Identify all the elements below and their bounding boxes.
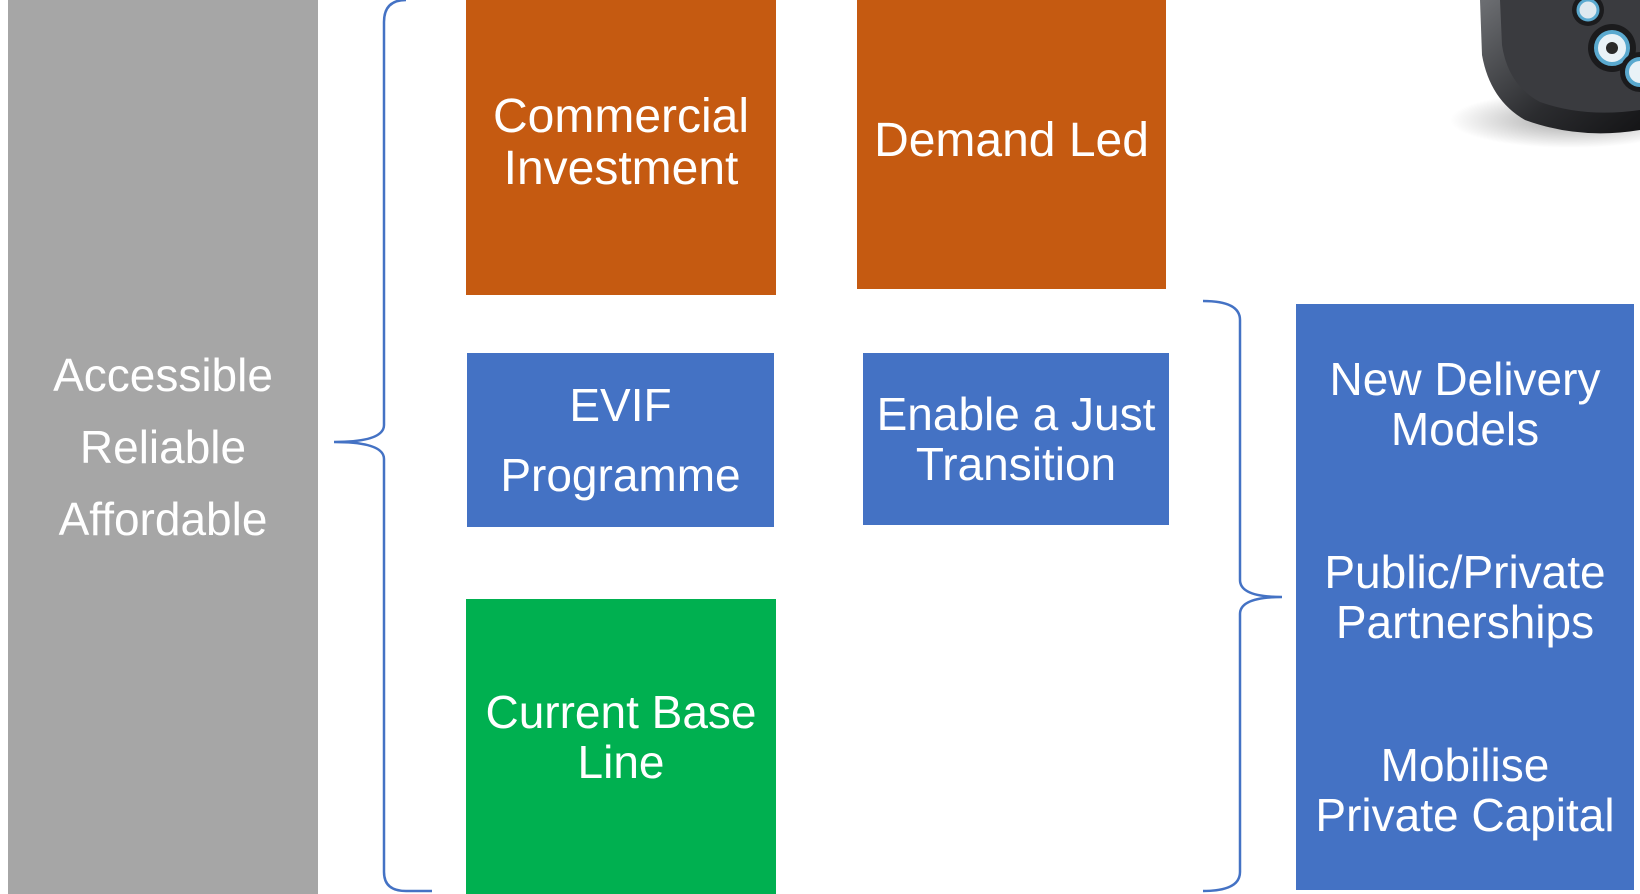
left-column-principles: Accessible Reliable Affordable <box>8 0 318 894</box>
box-label: Enable a Just <box>876 388 1156 440</box>
approach-public-private-partnerships: Public/Private Partnerships <box>1324 547 1605 647</box>
box-label: Programme <box>500 449 741 501</box>
box-label: Line <box>577 735 665 788</box>
approach-label: Mobilise <box>1380 739 1550 791</box>
approach-mobilise-private-capital: Mobilise Private Capital <box>1315 740 1614 840</box>
approach-label: Private Capital <box>1315 789 1615 841</box>
box-label: Transition <box>915 438 1117 490</box>
approach-label: Public/Private <box>1324 546 1606 598</box>
ev-charging-connector-icon <box>1450 0 1640 148</box>
approach-label: Models <box>1390 403 1540 455</box>
box-label: Commercial <box>492 89 750 143</box>
principle-reliable: Reliable <box>79 421 247 473</box>
principle-accessible: Accessible <box>53 349 273 401</box>
approach-new-delivery-models: New Delivery Models <box>1330 354 1601 454</box>
box-commercial-investment: Commercial Investment <box>466 0 776 295</box>
box-current-base-line: Current Base Line <box>466 599 776 894</box>
box-evif-programme: EVIF Programme <box>467 353 774 527</box>
box-label: Investment <box>503 141 739 195</box>
box-label: EVIF <box>569 379 672 431</box>
box-label: Current Base <box>485 685 757 738</box>
principle-affordable: Affordable <box>58 493 268 545</box>
left-brace <box>333 0 432 893</box>
approach-label: New Delivery <box>1329 353 1601 405</box>
box-demand-led: Demand Led <box>857 0 1166 289</box>
approach-label: Partnerships <box>1335 596 1595 648</box>
box-label: Demand Led <box>874 113 1149 167</box>
right-brace <box>1202 299 1283 893</box>
right-column-approaches: New Delivery Models Public/Private Partn… <box>1296 304 1634 890</box>
box-enable-just-transition: Enable a Just Transition <box>863 353 1169 525</box>
